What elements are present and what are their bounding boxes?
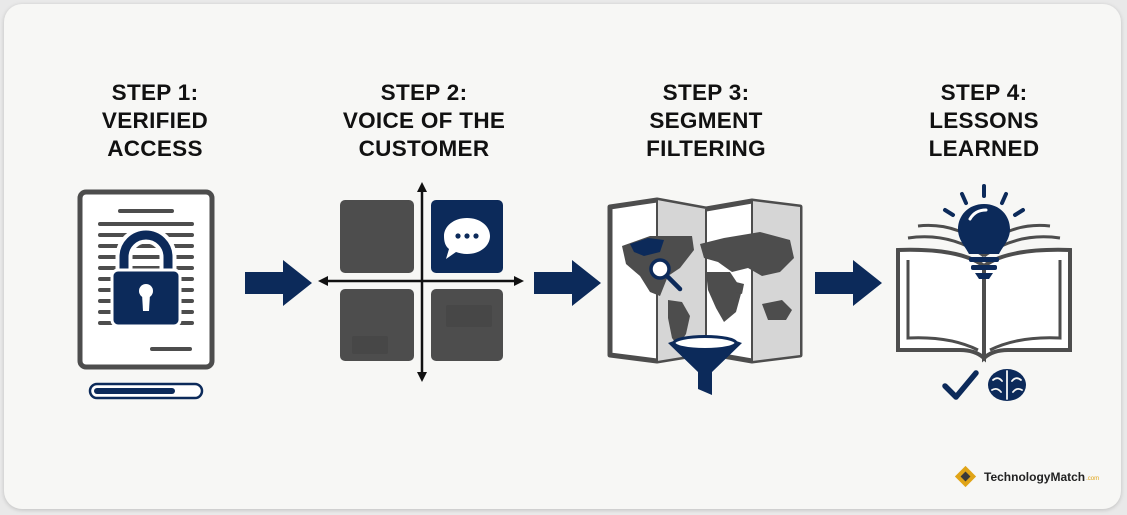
step-2-name-line-1: VOICE OF THE: [342, 108, 506, 133]
step-2-label: STEP 2:: [380, 80, 468, 105]
brand-tld: .com: [1086, 475, 1100, 482]
progress-bar: [88, 382, 204, 400]
arrow-right-icon: [245, 260, 312, 306]
arrow-right-icon: [534, 260, 601, 306]
lightbulb-icon: [943, 184, 1025, 279]
step-3-name-line-2: FILTERING: [646, 136, 766, 161]
brand-name: TechnologyMatch: [984, 470, 1086, 484]
technologymatch-logo-icon: [954, 465, 977, 488]
magnifier-icon: [649, 258, 683, 292]
step-1-title: STEP 1: VERIFIED ACCESS: [40, 79, 270, 163]
checkmark-icon: [942, 370, 979, 400]
step-2-title: STEP 2: VOICE OF THE CUSTOMER: [309, 79, 539, 163]
arrow-right-icon: [815, 260, 882, 306]
brain-icon: [988, 369, 1026, 401]
step-1-label: STEP 1:: [111, 80, 199, 105]
step-2-name-line-2: CUSTOMER: [358, 136, 490, 161]
step-3-label: STEP 3:: [662, 80, 750, 105]
brand: TechnologyMatch .com: [978, 465, 1099, 489]
step-3-title: STEP 3: SEGMENT FILTERING: [591, 79, 821, 163]
step-4-label: STEP 4:: [940, 80, 1028, 105]
funnel-icon: [668, 335, 742, 395]
quadrant-grid-icon: [318, 182, 524, 382]
open-book-icon: [896, 223, 1072, 363]
step-4-title: STEP 4: LESSONS LEARNED: [869, 79, 1099, 163]
step-1-name-line-1: VERIFIED: [101, 108, 209, 133]
padlock-icon: [110, 226, 182, 328]
chat-bubble-icon: [444, 218, 490, 259]
step-3-name-line-1: SEGMENT: [649, 108, 763, 133]
step-1-name-line-2: ACCESS: [107, 136, 203, 161]
step-4-name-line-2: LEARNED: [928, 136, 1040, 161]
progress-bar-fill: [94, 388, 175, 394]
step-4-name-line-1: LESSONS: [929, 108, 1039, 133]
